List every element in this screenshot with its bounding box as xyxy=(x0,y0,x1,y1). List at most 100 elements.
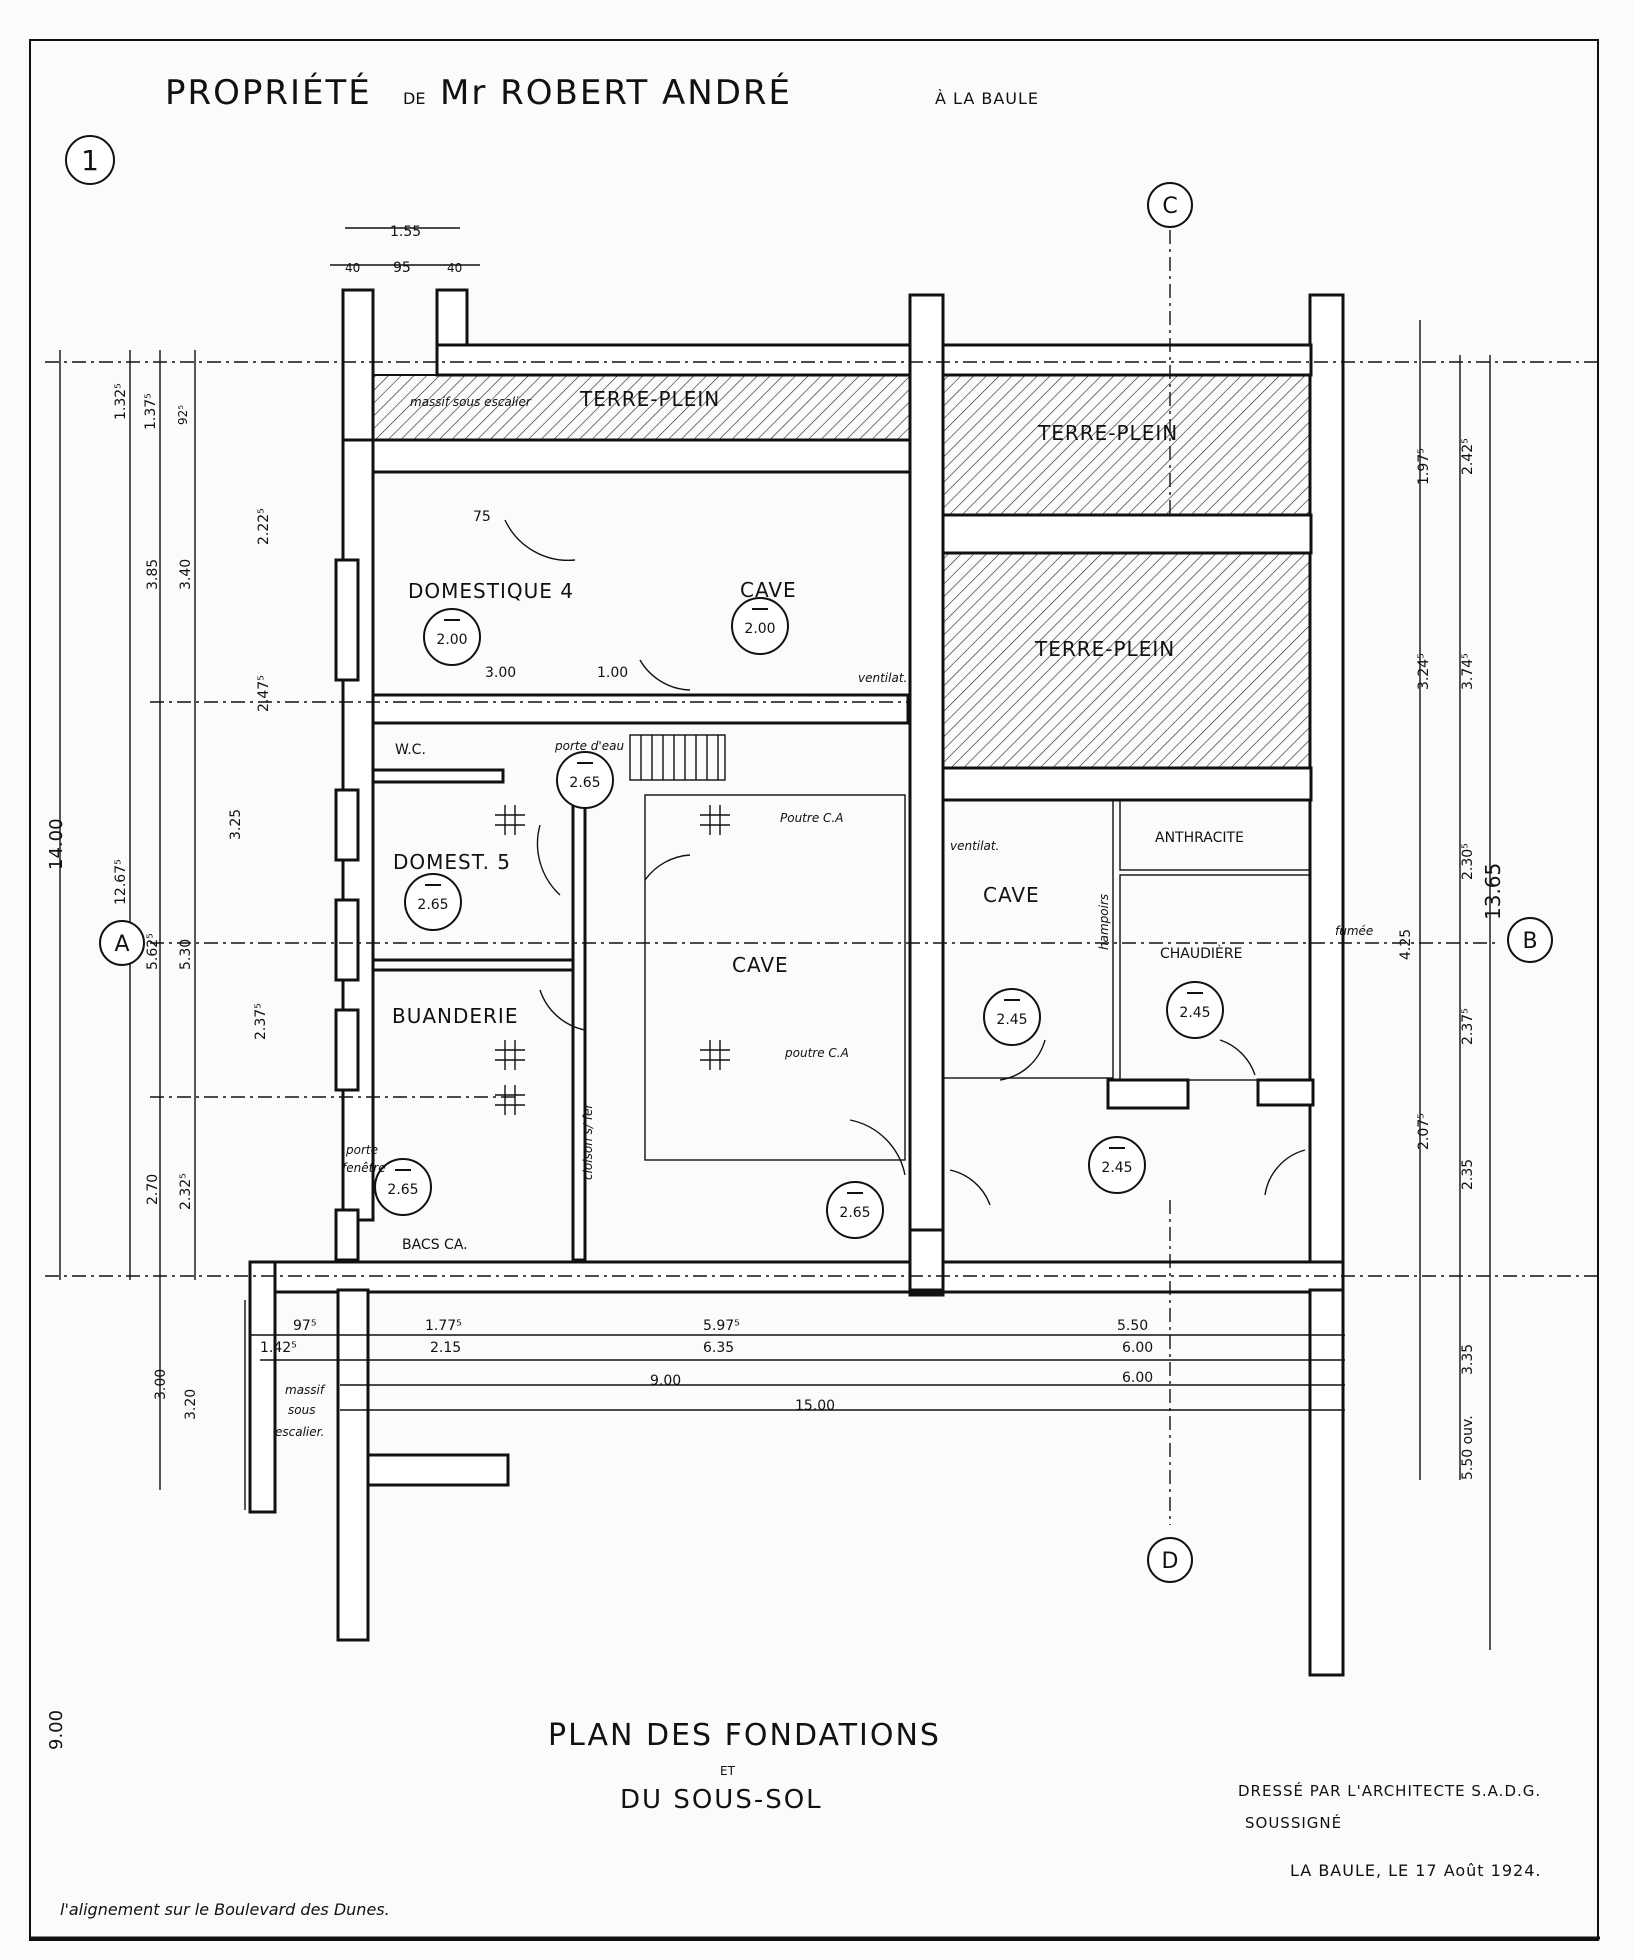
plan-title-et: ET xyxy=(720,1764,736,1778)
dim-340: 3.40 xyxy=(178,559,194,590)
axis-d-label: D xyxy=(1162,1549,1179,1574)
level-landing: 2.65 xyxy=(569,775,600,791)
dim-2375b: 2.37⁵ xyxy=(1460,1008,1476,1045)
room-domest5: DOMEST. 5 xyxy=(393,850,511,874)
dim-95: 95 xyxy=(393,260,411,276)
dim-2475: 2.47⁵ xyxy=(256,675,272,712)
dim-325: 3.25 xyxy=(228,809,244,840)
dim-335: 3.35 xyxy=(1460,1344,1476,1375)
dim-1365: 13.65 xyxy=(1481,863,1505,920)
dim-2375: 2.37⁵ xyxy=(253,1003,269,1040)
note-hampoirs: hampoirs xyxy=(1097,894,1111,950)
dim-225: 2.22⁵ xyxy=(256,508,272,545)
note-porte-2: fenêtre xyxy=(342,1161,386,1175)
dim-215: 2.15 xyxy=(430,1340,461,1356)
dim-1325: 1.32⁵ xyxy=(113,383,129,420)
dim-75: 75 xyxy=(473,509,491,525)
note-ventilat-2: ventilat. xyxy=(950,839,999,853)
axis-markers: C A B D 1 xyxy=(65,135,1553,1583)
dim-5625: 5.62⁵ xyxy=(145,933,161,970)
room-labels: DOMESTIQUE 4 DOMEST. 5 BUANDERIE W.C. CA… xyxy=(275,387,1373,1439)
room-chaudiere: CHAUDIÈRE xyxy=(1160,945,1242,962)
sheet-border xyxy=(29,39,1599,1941)
axis-a-label: A xyxy=(114,932,129,957)
title-prefix: PROPRIÉTÉ xyxy=(165,72,372,113)
note-poutre-2: poutre C.A xyxy=(784,1046,849,1060)
dim-900v: 9.00 xyxy=(46,1710,67,1750)
level-cave-1: 2.00 xyxy=(744,621,775,637)
note-massif-3: escalier. xyxy=(275,1425,324,1439)
dim-1425: 1.42⁵ xyxy=(260,1340,297,1356)
room-wc: W.C. xyxy=(395,742,426,758)
title-de: DE xyxy=(403,89,425,108)
note-massif-top: massif sous escalier xyxy=(410,395,532,409)
signature-line-1: DRESSÉ PAR L'ARCHITECTE S.A.D.G. xyxy=(1238,1781,1541,1800)
dim-550ouv: 5.50 ouv. xyxy=(1460,1415,1476,1480)
level-domestique4: 2.00 xyxy=(436,632,467,648)
terre-plein-zone-2 xyxy=(942,552,1312,769)
note-cloison: cloison s/ fer xyxy=(581,1103,595,1180)
dim-300: 3.00 xyxy=(153,1369,169,1400)
dimension-lines xyxy=(59,227,1491,1650)
dim-235: 2.35 xyxy=(1460,1159,1476,1190)
footer-note: l'alignement sur le Boulevard des Dunes. xyxy=(60,1900,390,1919)
sheet-number: 1 xyxy=(81,144,99,177)
dim-385: 3.85 xyxy=(145,559,161,590)
dimension-texts: 1.55 40 95 40 75 3.00 1.00 14.00 12.67⁵ … xyxy=(46,224,1505,1750)
place-date: LA BAULE, LE 17 Août 1924. xyxy=(1290,1861,1541,1880)
room-buanderie: BUANDERIE xyxy=(392,1004,518,1028)
dim-300b: 3.00 xyxy=(485,665,516,681)
dim-2325: 2.32⁵ xyxy=(178,1173,194,1210)
note-massif-2: sous xyxy=(288,1403,315,1417)
note-massif-1: massif xyxy=(285,1383,326,1397)
dim-530: 5.30 xyxy=(178,939,194,970)
level-buanderie: 2.65 xyxy=(387,1182,418,1198)
plan-title-2: DU SOUS-SOL xyxy=(620,1785,823,1815)
dim-270: 2.70 xyxy=(145,1174,161,1205)
note-porte-1: porte xyxy=(345,1143,378,1157)
level-domest5: 2.65 xyxy=(417,897,448,913)
note-fumee: fumée xyxy=(1335,924,1373,938)
dim-40a: 40 xyxy=(345,261,360,275)
dim-2305: 2.30⁵ xyxy=(1460,843,1476,880)
room-cave-2: CAVE xyxy=(732,953,789,977)
title-owner: Mr ROBERT ANDRÉ xyxy=(440,72,792,113)
dim-2075: 2.07⁵ xyxy=(1416,1113,1432,1150)
room-bacs: BACS CA. xyxy=(402,1237,468,1253)
dim-155: 1.55 xyxy=(390,224,421,240)
room-terre-plein-top: TERRE-PLEIN xyxy=(579,387,720,411)
level-cave-3: 2.45 xyxy=(996,1012,1027,1028)
note-poutre-1: Poutre C.A xyxy=(780,811,843,825)
level-circles xyxy=(374,597,1224,1239)
walls xyxy=(248,288,1345,1677)
level-cave-2: 2.65 xyxy=(839,1205,870,1221)
dim-1775: 1.77⁵ xyxy=(425,1318,462,1334)
note-ventilat-1: ventilat. xyxy=(858,671,907,685)
dim-2425: 2.42⁵ xyxy=(1460,438,1476,475)
dim-320: 3.20 xyxy=(183,1389,199,1420)
dim-12675: 12.67⁵ xyxy=(113,859,129,905)
dim-635: 6.35 xyxy=(703,1340,734,1356)
dim-3745: 3.74⁵ xyxy=(1460,653,1476,690)
dim-600a: 6.00 xyxy=(1122,1340,1153,1356)
room-cave-3: CAVE xyxy=(983,883,1040,907)
dim-1500: 15.00 xyxy=(795,1398,835,1414)
dim-1375: 1.37⁵ xyxy=(143,393,159,430)
dim-3245: 3.24⁵ xyxy=(1416,653,1432,690)
dim-5975: 5.97⁵ xyxy=(703,1318,740,1334)
level-chaudiere: 2.45 xyxy=(1179,1005,1210,1021)
dim-425: 4.25 xyxy=(1398,929,1414,960)
room-terre-plein-2: TERRE-PLEIN xyxy=(1034,637,1175,661)
dim-1975: 1.97⁵ xyxy=(1416,448,1432,485)
column-markers xyxy=(495,805,730,1115)
room-terre-plein-1: TERRE-PLEIN xyxy=(1037,421,1178,445)
terre-plein-zone-1 xyxy=(942,374,1312,516)
plan-title-1: PLAN DES FONDATIONS xyxy=(548,1718,941,1753)
dim-550: 5.50 xyxy=(1117,1318,1148,1334)
level-values: 2.00 2.00 2.65 2.65 2.45 2.45 2.65 2.65 … xyxy=(387,608,1211,1221)
dim-100: 1.00 xyxy=(597,665,628,681)
axis-c-label: C xyxy=(1162,194,1177,219)
door-swings xyxy=(504,519,1306,1206)
